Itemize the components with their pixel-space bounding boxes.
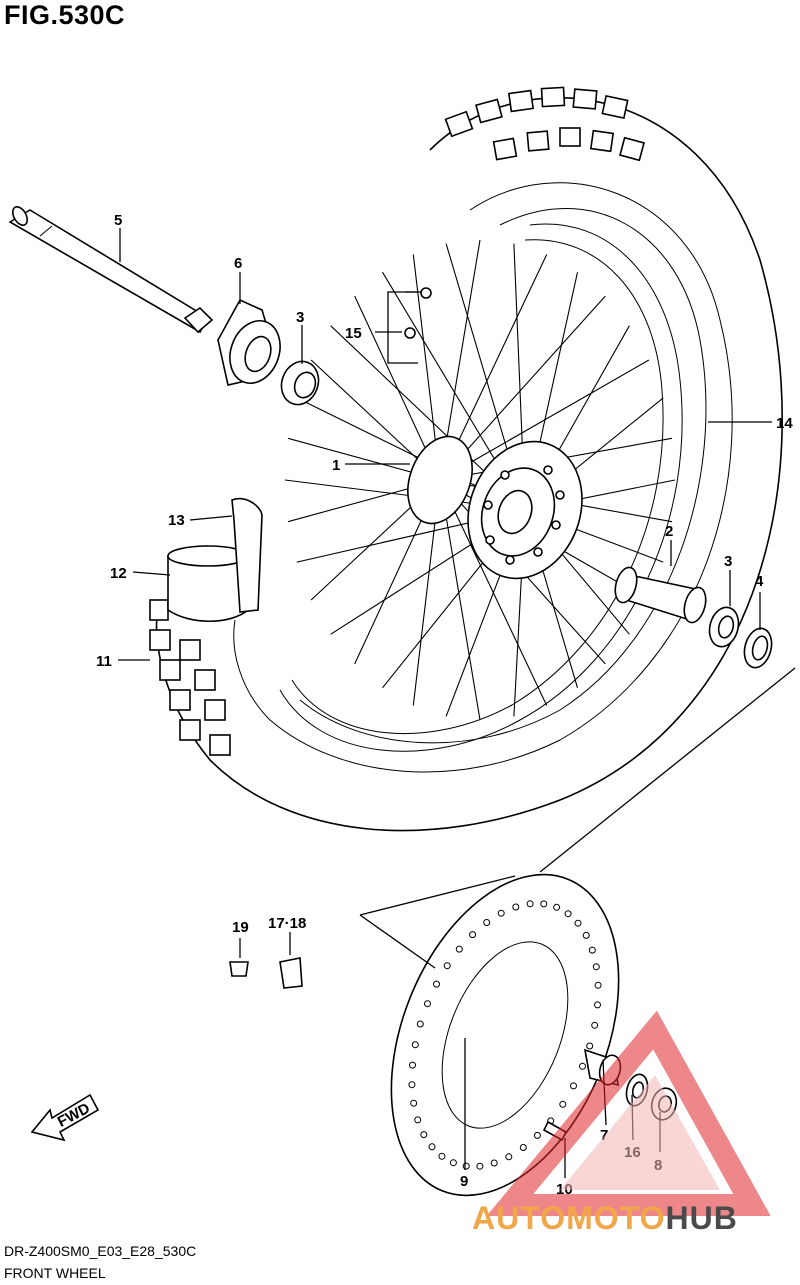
disc-hole bbox=[428, 1143, 436, 1151]
disc-hole bbox=[594, 981, 602, 989]
disc-hole bbox=[574, 919, 582, 927]
brake-disc bbox=[390, 873, 620, 1197]
callout-3-right: 3 bbox=[724, 553, 732, 570]
disc-hole bbox=[594, 1001, 601, 1009]
callout-14: 14 bbox=[776, 415, 793, 432]
callout-12: 12 bbox=[110, 565, 127, 582]
hub bbox=[407, 435, 583, 580]
callout-1: 1 bbox=[332, 457, 340, 474]
watermark-auto: AUTO bbox=[472, 1200, 567, 1236]
spoke bbox=[439, 359, 650, 481]
disc-hole bbox=[408, 1081, 416, 1089]
disc-hole bbox=[582, 931, 590, 939]
front-axle bbox=[8, 206, 214, 334]
disc-hole bbox=[497, 909, 505, 917]
rim-lock-nut bbox=[279, 957, 303, 989]
disc-hole bbox=[519, 1144, 527, 1151]
disc-hole bbox=[416, 1020, 424, 1028]
disc-hole bbox=[540, 900, 548, 908]
spoke-nipple-icon bbox=[420, 287, 432, 299]
disc-hole bbox=[553, 903, 561, 911]
watermark-hub: HUB bbox=[665, 1200, 738, 1236]
dust-seal bbox=[743, 627, 773, 669]
bearing-upper bbox=[280, 360, 320, 406]
disc-hole bbox=[420, 1131, 428, 1139]
disc-hole bbox=[579, 1062, 586, 1070]
disc-hole bbox=[533, 1131, 541, 1139]
watermark-logo: AUTOMOTOHUB bbox=[472, 1200, 738, 1237]
disc-hole bbox=[526, 900, 534, 908]
callout-15: 15 bbox=[345, 325, 362, 342]
disc-hole bbox=[424, 1000, 431, 1008]
disc-hole bbox=[490, 1159, 498, 1167]
callout-6: 6 bbox=[234, 255, 242, 272]
callout-3: 3 bbox=[296, 309, 304, 326]
disc-hole bbox=[411, 1041, 419, 1049]
disc-hole bbox=[449, 1159, 457, 1167]
disc-hole bbox=[476, 1162, 484, 1170]
speedometer-gear-box bbox=[217, 298, 281, 386]
callout-7: 7 bbox=[600, 1127, 608, 1144]
disc-hole bbox=[592, 963, 600, 971]
callout-17-18: 17·18 bbox=[268, 915, 306, 932]
figure-title: FIG.530C bbox=[4, 0, 126, 30]
disc-hole bbox=[410, 1099, 418, 1107]
disc-hole bbox=[586, 1042, 594, 1050]
disc-hole bbox=[414, 1116, 422, 1124]
spoke bbox=[439, 479, 481, 721]
callout-11: 11 bbox=[96, 653, 112, 670]
disc-hole bbox=[588, 946, 596, 954]
disc-guide-line-top bbox=[359, 875, 516, 916]
spacer bbox=[614, 566, 707, 624]
disc-hole bbox=[455, 945, 463, 953]
callout-2: 2 bbox=[665, 523, 673, 540]
disc-hole bbox=[409, 1061, 416, 1069]
disc-hole bbox=[443, 962, 451, 970]
inner-tube bbox=[167, 497, 263, 623]
callout-19: 19 bbox=[232, 919, 249, 936]
valve-cap bbox=[229, 961, 249, 977]
disc-hole bbox=[433, 980, 440, 988]
callout-13: 13 bbox=[168, 512, 185, 529]
callout-5: 5 bbox=[114, 212, 122, 229]
disc-hole bbox=[564, 910, 572, 918]
disc-hole bbox=[512, 903, 520, 911]
disc-hole bbox=[505, 1153, 513, 1161]
axle-guide-line bbox=[539, 667, 796, 873]
disc-hole bbox=[591, 1021, 599, 1029]
fwd-arrow-icon: FWD bbox=[30, 1093, 100, 1142]
disc-hole bbox=[462, 1162, 470, 1170]
callout-4: 4 bbox=[755, 573, 764, 590]
spoke-bracket bbox=[387, 291, 418, 364]
disc-guide-line-bottom bbox=[359, 914, 436, 969]
spoke-nipple-icon bbox=[404, 327, 416, 339]
figure-name: FRONT WHEEL bbox=[4, 1265, 106, 1281]
callout-9: 9 bbox=[460, 1173, 468, 1190]
disc-hole bbox=[438, 1152, 446, 1160]
watermark-moto: MOTO bbox=[566, 1200, 666, 1236]
model-code: DR-Z400SM0_E03_E28_530C bbox=[4, 1243, 197, 1259]
disc-hole bbox=[469, 931, 477, 939]
bearing-right bbox=[708, 606, 740, 648]
watermark-triangle-icon bbox=[486, 1010, 771, 1216]
disc-hole bbox=[570, 1082, 577, 1090]
disc-hole bbox=[483, 919, 491, 926]
disc-hole bbox=[559, 1100, 567, 1108]
